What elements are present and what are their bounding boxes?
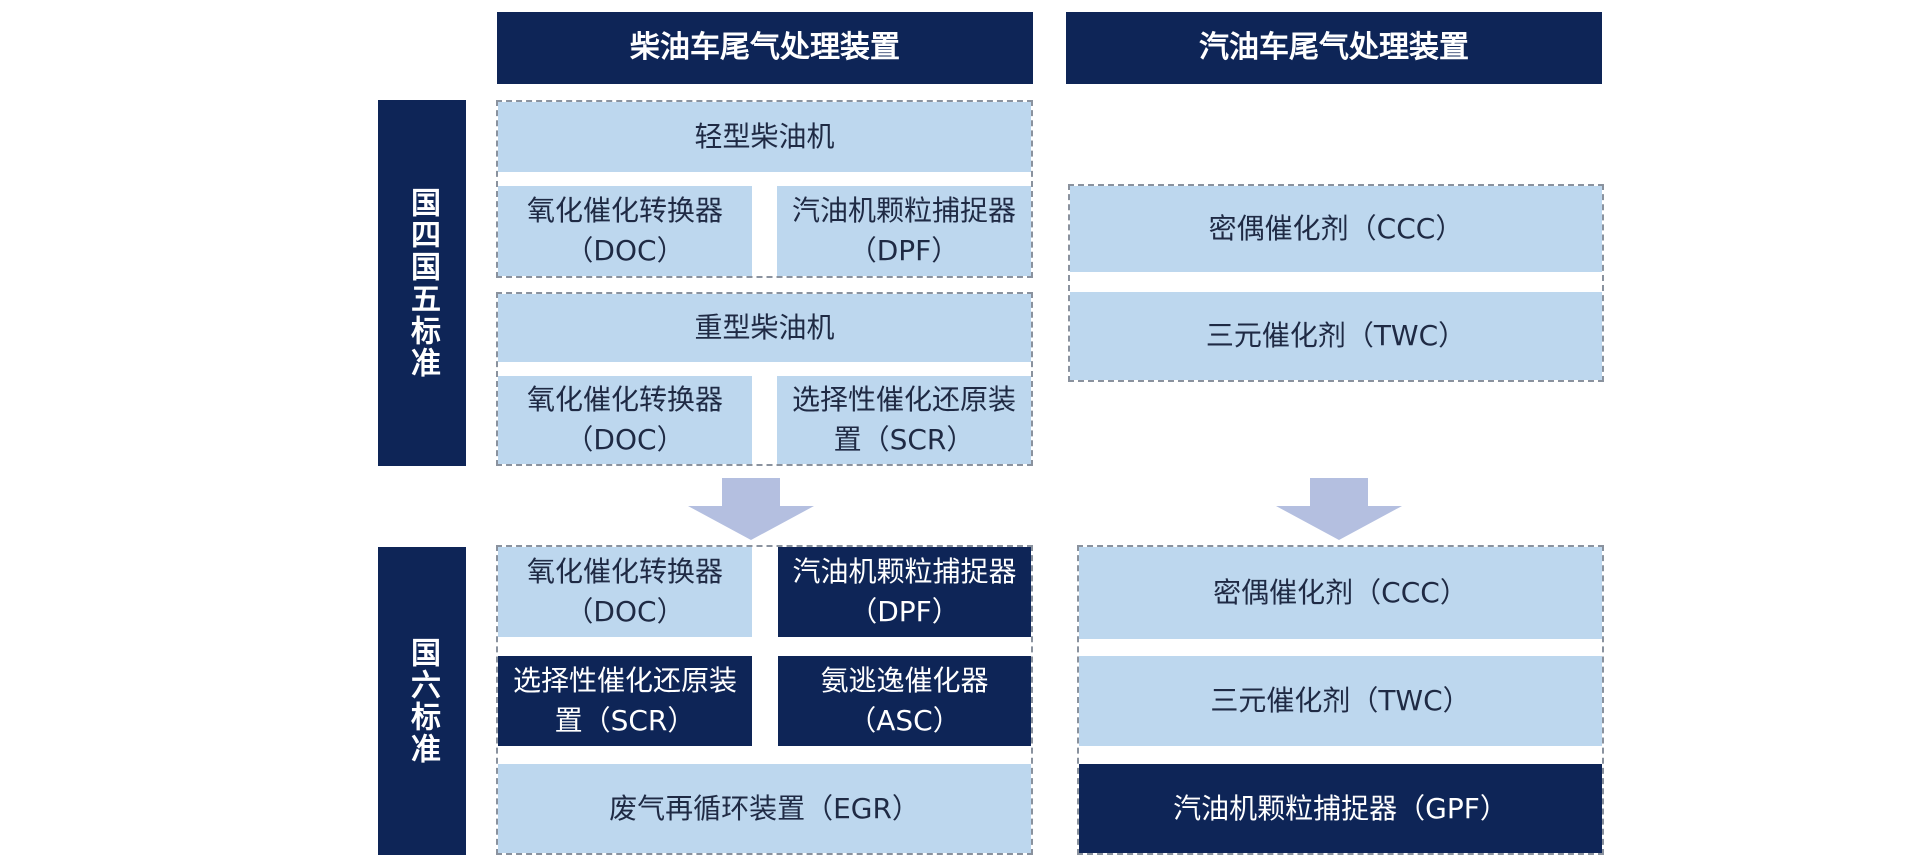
gasoline-stage6-twc-box: 三元催化剂（TWC） xyxy=(1079,656,1602,746)
stage6-side-label: 国六标准 xyxy=(378,547,466,855)
gasoline-stage45-twc-box: 三元催化剂（TWC） xyxy=(1070,292,1602,380)
gasoline-stage6-gpf-box: 汽油机颗粒捕捉器（GPF） xyxy=(1079,764,1602,853)
stage45-side-label: 国四国五标准 xyxy=(378,100,466,466)
gasoline-stage6-group xyxy=(1077,545,1604,855)
light-diesel-group xyxy=(496,100,1033,278)
stage6-dpf-box: 汽油机颗粒捕捉器（DPF） xyxy=(778,547,1031,637)
stage6-asc-box: 氨逃逸催化器（ASC） xyxy=(778,656,1031,746)
stage6-scr-box: 选择性催化还原装置（SCR） xyxy=(498,656,752,746)
diesel-down-arrow xyxy=(688,478,814,540)
gasoline-down-arrow xyxy=(1276,478,1402,540)
heavy-diesel-doc-box: 氧化催化转换器（DOC） xyxy=(498,376,752,464)
diesel-stage6-group xyxy=(496,545,1033,855)
light-diesel-title: 轻型柴油机 xyxy=(498,102,1031,172)
heavy-diesel-scr-box: 选择性催化还原装置（SCR） xyxy=(777,376,1031,464)
heavy-diesel-title: 重型柴油机 xyxy=(498,294,1031,362)
stage6-egr-box: 废气再循环装置（EGR） xyxy=(498,764,1031,853)
heavy-diesel-group xyxy=(496,292,1033,466)
gasoline-stage45-ccc-box: 密偶催化剂（CCC） xyxy=(1070,186,1602,272)
light-diesel-doc-box: 氧化催化转换器（DOC） xyxy=(498,186,752,276)
gasoline-stage6-ccc-box: 密偶催化剂（CCC） xyxy=(1079,547,1602,639)
stage6-doc-box: 氧化催化转换器（DOC） xyxy=(498,547,752,637)
gasoline-header: 汽油车尾气处理装置 xyxy=(1066,12,1602,84)
gasoline-stage45-group xyxy=(1068,184,1604,382)
diesel-header: 柴油车尾气处理装置 xyxy=(497,12,1033,84)
light-diesel-dpf-box: 汽油机颗粒捕捉器（DPF） xyxy=(777,186,1031,276)
